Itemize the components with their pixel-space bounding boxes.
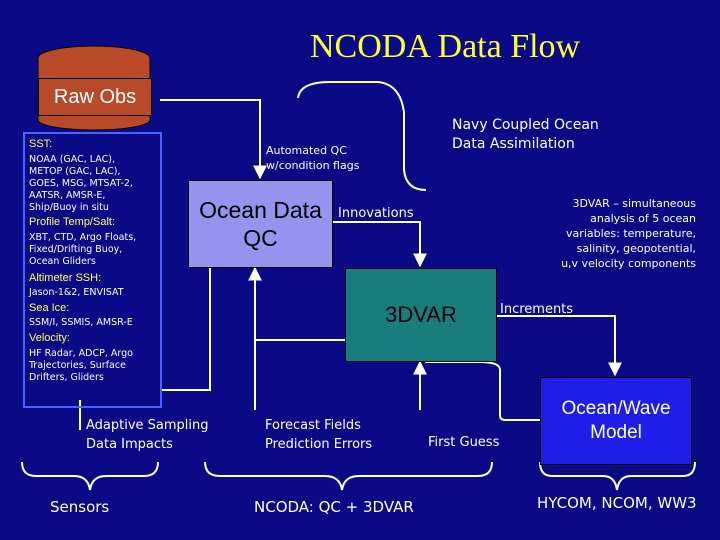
label-line: w/condition flags (266, 159, 360, 172)
sensor-line: Ship/Buoy in situ (29, 202, 109, 213)
increments-label: Increments (500, 302, 574, 317)
3dvar-node: 3DVAR (345, 268, 497, 362)
sensors-panel: SST: NOAA (GAC, LAC), METOP (GAC, LAC), … (23, 132, 162, 408)
sensor-line: METOP (GAC, LAC), (29, 166, 121, 177)
sst-heading: SST: (29, 138, 53, 150)
label-line: Adaptive Sampling (86, 418, 209, 433)
model-line1: Ocean/Wave (561, 398, 671, 419)
sensor-line: Drifters, Gliders (29, 372, 104, 383)
label-line: Navy Coupled Ocean (452, 117, 599, 133)
profile-heading: Profile Temp/Salt: (29, 216, 116, 228)
sensor-line: GOES, MSG, MTSAT-2, (29, 178, 133, 189)
label-line: Prediction Errors (265, 437, 373, 452)
label-line: Automated QC (266, 144, 347, 157)
label-line: Data Assimilation (452, 136, 575, 152)
arrow-innovations (331, 221, 427, 268)
ocean-wave-model-node: Ocean/Wave Model (540, 377, 692, 465)
arrow-first-guess (425, 361, 540, 421)
sensor-line: HF Radar, ADCP, Argo (29, 348, 133, 359)
arrow-navy-curve (297, 81, 427, 191)
sensor-line: SSM/I, SSMIS, AMSR-E (29, 317, 133, 328)
label-line: 3DVAR – simultaneous (572, 197, 696, 210)
model-line2: Model (590, 422, 642, 443)
models-caption: HYCOM, NCOM, WW3 (537, 494, 697, 512)
3dvar-description: 3DVAR – simultaneous analysis of 5 ocean… (510, 196, 696, 271)
ocean-data-qc-node: Ocean Data QC (188, 180, 333, 268)
raw-obs-node: Raw Obs (38, 78, 152, 116)
label-line: salinity, geopotential, (576, 242, 696, 255)
label-line: Forecast Fields (265, 418, 361, 433)
sea-ice-list: SSM/I, SSMIS, AMSR-E (29, 317, 133, 329)
label-line: variables: temperature, (566, 227, 696, 240)
label-line: Data Impacts (86, 437, 173, 452)
first-guess-label: First Guess (428, 435, 500, 450)
brace-models (539, 461, 696, 491)
brace-ncoda (204, 461, 493, 491)
forecast-fields-label: Forecast Fields Prediction Errors (265, 416, 372, 454)
altimeter-list: Jason-1&2, ENVISAT (29, 287, 124, 299)
label-line: analysis of 5 ocean (590, 212, 696, 225)
automated-qc-label: Automated QC w/condition flags (266, 143, 359, 173)
adaptive-sampling-label: Adaptive Sampling Data Impacts (86, 416, 209, 454)
sensors-caption: Sensors (50, 498, 110, 516)
altimeter-heading: Altimeter SSH: (29, 272, 102, 284)
sensor-line: Trajectories, Surface (29, 360, 126, 371)
qc-line2: QC (243, 225, 278, 251)
brace-sensors (21, 461, 159, 491)
arrow-forecast (248, 266, 345, 341)
innovations-label: Innovations (338, 206, 414, 221)
profile-list: XBT, CTD, Argo Floats, Fixed/Drifting Bu… (29, 232, 136, 268)
ncoda-caption: NCODA: QC + 3DVAR (254, 498, 414, 516)
sea-ice-heading: Sea Ice: (29, 302, 70, 314)
sensor-line: AATSR, AMSR-E, (29, 190, 106, 201)
sensor-line: Jason-1&2, ENVISAT (29, 287, 124, 298)
sensor-line: XBT, CTD, Argo Floats, (29, 232, 137, 243)
sst-list: NOAA (GAC, LAC), METOP (GAC, LAC), GOES,… (29, 154, 133, 214)
sensor-line: Fixed/Drifting Buoy, (29, 244, 123, 255)
sensor-line: NOAA (GAC, LAC), (29, 154, 115, 165)
velocity-heading: Velocity: (29, 332, 70, 344)
page-title: NCODA Data Flow (310, 28, 581, 65)
label-line: u,v velocity components (561, 257, 696, 270)
navy-coupled-label: Navy Coupled Ocean Data Assimilation (452, 116, 599, 154)
arrow-increments (495, 315, 622, 377)
arrow-adaptive (160, 266, 211, 391)
sensor-line: Ocean Gliders (29, 256, 96, 267)
qc-line1: Ocean Data (199, 197, 322, 223)
arrow-rawobs-to-qc (160, 99, 267, 180)
velocity-list: HF Radar, ADCP, Argo Trajectories, Surfa… (29, 348, 133, 384)
